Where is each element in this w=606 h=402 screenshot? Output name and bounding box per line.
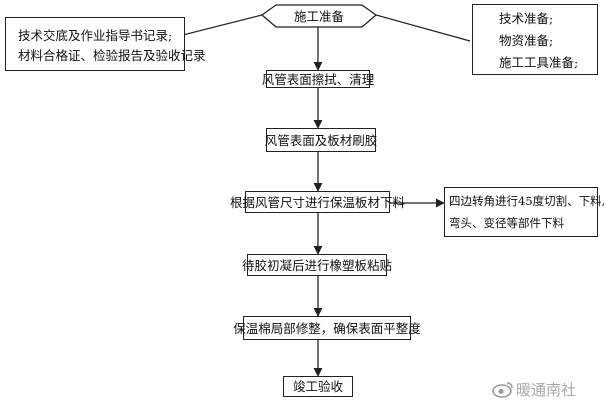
start-node-shape <box>260 4 378 28</box>
right-note-line-3: 施工工具准备; <box>499 55 579 70</box>
step-4-box: 待胶初凝后进行橡塑板粘贴 <box>242 254 392 276</box>
step-1-label: 风管表面擦拭、清理 <box>261 71 375 87</box>
step-2-box: 风管表面及板材刷胶 <box>264 128 378 152</box>
step-3-box: 根据风管尺寸进行保温板材下料 <box>230 191 405 213</box>
connector-right-note <box>375 14 471 42</box>
step-1-box: 风管表面擦拭、清理 <box>262 70 374 88</box>
right-note-box: 技术准备; 物资准备; 施工工具准备; <box>472 4 598 75</box>
watermark-text: 暖通南社 <box>516 381 577 399</box>
side-note-box: 四边转角进行45度切割、下料, 弯头、变径等部件下料 <box>444 187 606 237</box>
step-4-label: 待胶初凝后进行橡塑板粘贴 <box>242 257 393 273</box>
step-2-label: 风管表面及板材刷胶 <box>264 132 378 148</box>
right-note-line-2: 物资准备; <box>499 33 554 48</box>
step-5-label: 保温棉局部修整，确保表面平整度 <box>233 320 421 336</box>
step-6-box: 竣工验收 <box>283 376 353 397</box>
left-note-line-1: 技术交底及作业指导书记录; <box>18 28 173 43</box>
step-5-box: 保温棉局部修整，确保表面平整度 <box>233 316 421 340</box>
left-note-box: 技术交底及作业指导书记录; 材料合格证、检验报告及验收记录 <box>5 17 206 71</box>
step-3-label: 根据风管尺寸进行保温板材下料 <box>230 194 406 210</box>
start-node-label: 施工准备 <box>293 8 344 24</box>
start-node: 施工准备 <box>276 6 362 26</box>
weibo-icon <box>492 382 513 398</box>
right-note-line-1: 技术准备; <box>499 11 554 26</box>
step-6-label: 竣工验收 <box>292 379 343 394</box>
left-note-line-2: 材料合格证、检验报告及验收记录 <box>18 48 206 63</box>
side-note-line-1: 四边转角进行45度切割、下料, <box>449 194 606 208</box>
side-note-line-2: 弯头、变径等部件下料 <box>449 216 564 230</box>
